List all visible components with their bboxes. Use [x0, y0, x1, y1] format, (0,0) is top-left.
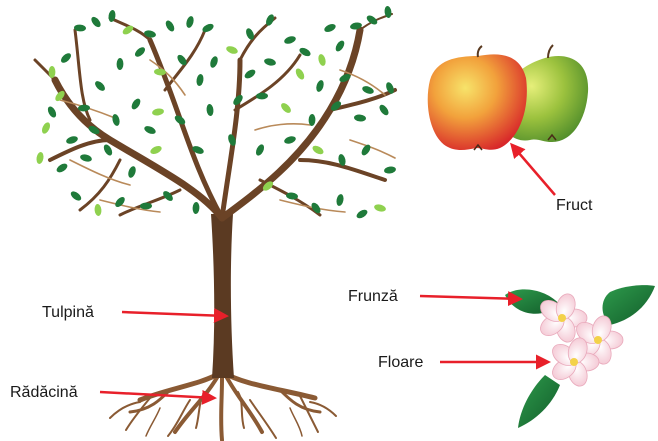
tree-leaf [355, 208, 369, 220]
tree-leaf [65, 135, 79, 145]
tree-leaf [94, 204, 102, 217]
tree-leaf [149, 144, 163, 155]
tree-leaf [55, 162, 69, 174]
roots [110, 372, 336, 440]
tree-leaf [323, 22, 337, 33]
tree-leaf [152, 108, 165, 117]
flower-label: Floare [378, 354, 423, 371]
tree-leaf [256, 92, 268, 99]
tree-leaf [49, 66, 56, 78]
tree-leaf [140, 202, 152, 209]
tree-leaf [111, 113, 121, 126]
tree-leaf [130, 97, 142, 111]
tree-leaf [378, 103, 391, 117]
tree-leaf [354, 114, 367, 122]
tree-leaf [279, 101, 292, 114]
tree-leaf [93, 79, 106, 92]
tree-leaf [209, 55, 219, 69]
tree-leaf [113, 195, 126, 208]
tree-leaves [36, 6, 397, 220]
root-label: Rădăcină [10, 384, 78, 401]
label-fruit: Fruct [512, 145, 593, 214]
tree-leaf [143, 125, 157, 136]
tree-leaf [206, 104, 214, 117]
apples-illustration [428, 45, 588, 150]
tree-leaf [317, 53, 327, 66]
label-stem: Tulpină [42, 304, 226, 321]
tree-leaf [336, 193, 345, 206]
stamen [558, 314, 566, 322]
tree-illustration [35, 6, 396, 440]
stem-label: Tulpină [42, 304, 94, 321]
label-flower: Floare [378, 354, 548, 371]
tree-leaf [243, 68, 257, 80]
apple-blossom-illustration [505, 285, 655, 428]
leaf-pointer [420, 296, 520, 299]
tree-leaf [196, 74, 205, 87]
tree-leaf [46, 105, 58, 119]
tree-leaf [185, 15, 195, 28]
tree-leaf [164, 19, 176, 33]
fruit-label: Fruct [556, 197, 593, 214]
trunk [211, 214, 234, 378]
stamen [594, 336, 602, 344]
tree-leaf [334, 39, 346, 53]
tree-leaf [127, 165, 137, 179]
tree-leaf [69, 190, 83, 203]
tree-leaf [384, 166, 397, 175]
tree-leaf [59, 51, 72, 64]
leaf-label: Frunză [348, 288, 398, 305]
tree-leaf [311, 144, 325, 156]
tree-leaf [315, 79, 325, 92]
tree-leaf [90, 15, 103, 29]
tree-leaf [116, 58, 123, 70]
tree-leaf [283, 35, 297, 45]
stamen [570, 358, 578, 366]
tree-leaf [263, 57, 276, 66]
tree-leaf [40, 121, 51, 135]
tree-leaf [192, 202, 199, 214]
tree-leaf [79, 153, 92, 163]
tree-leaf [283, 135, 296, 145]
tree-leaf [254, 143, 265, 157]
tree-leaf [36, 152, 45, 165]
stem-pointer [122, 312, 226, 316]
tree-leaf [373, 203, 386, 213]
tree-leaf [133, 45, 146, 58]
label-leaf: Frunză [348, 288, 520, 305]
tree-leaf [294, 67, 306, 81]
tree-leaf [225, 45, 239, 55]
fruit-pointer [512, 145, 555, 195]
